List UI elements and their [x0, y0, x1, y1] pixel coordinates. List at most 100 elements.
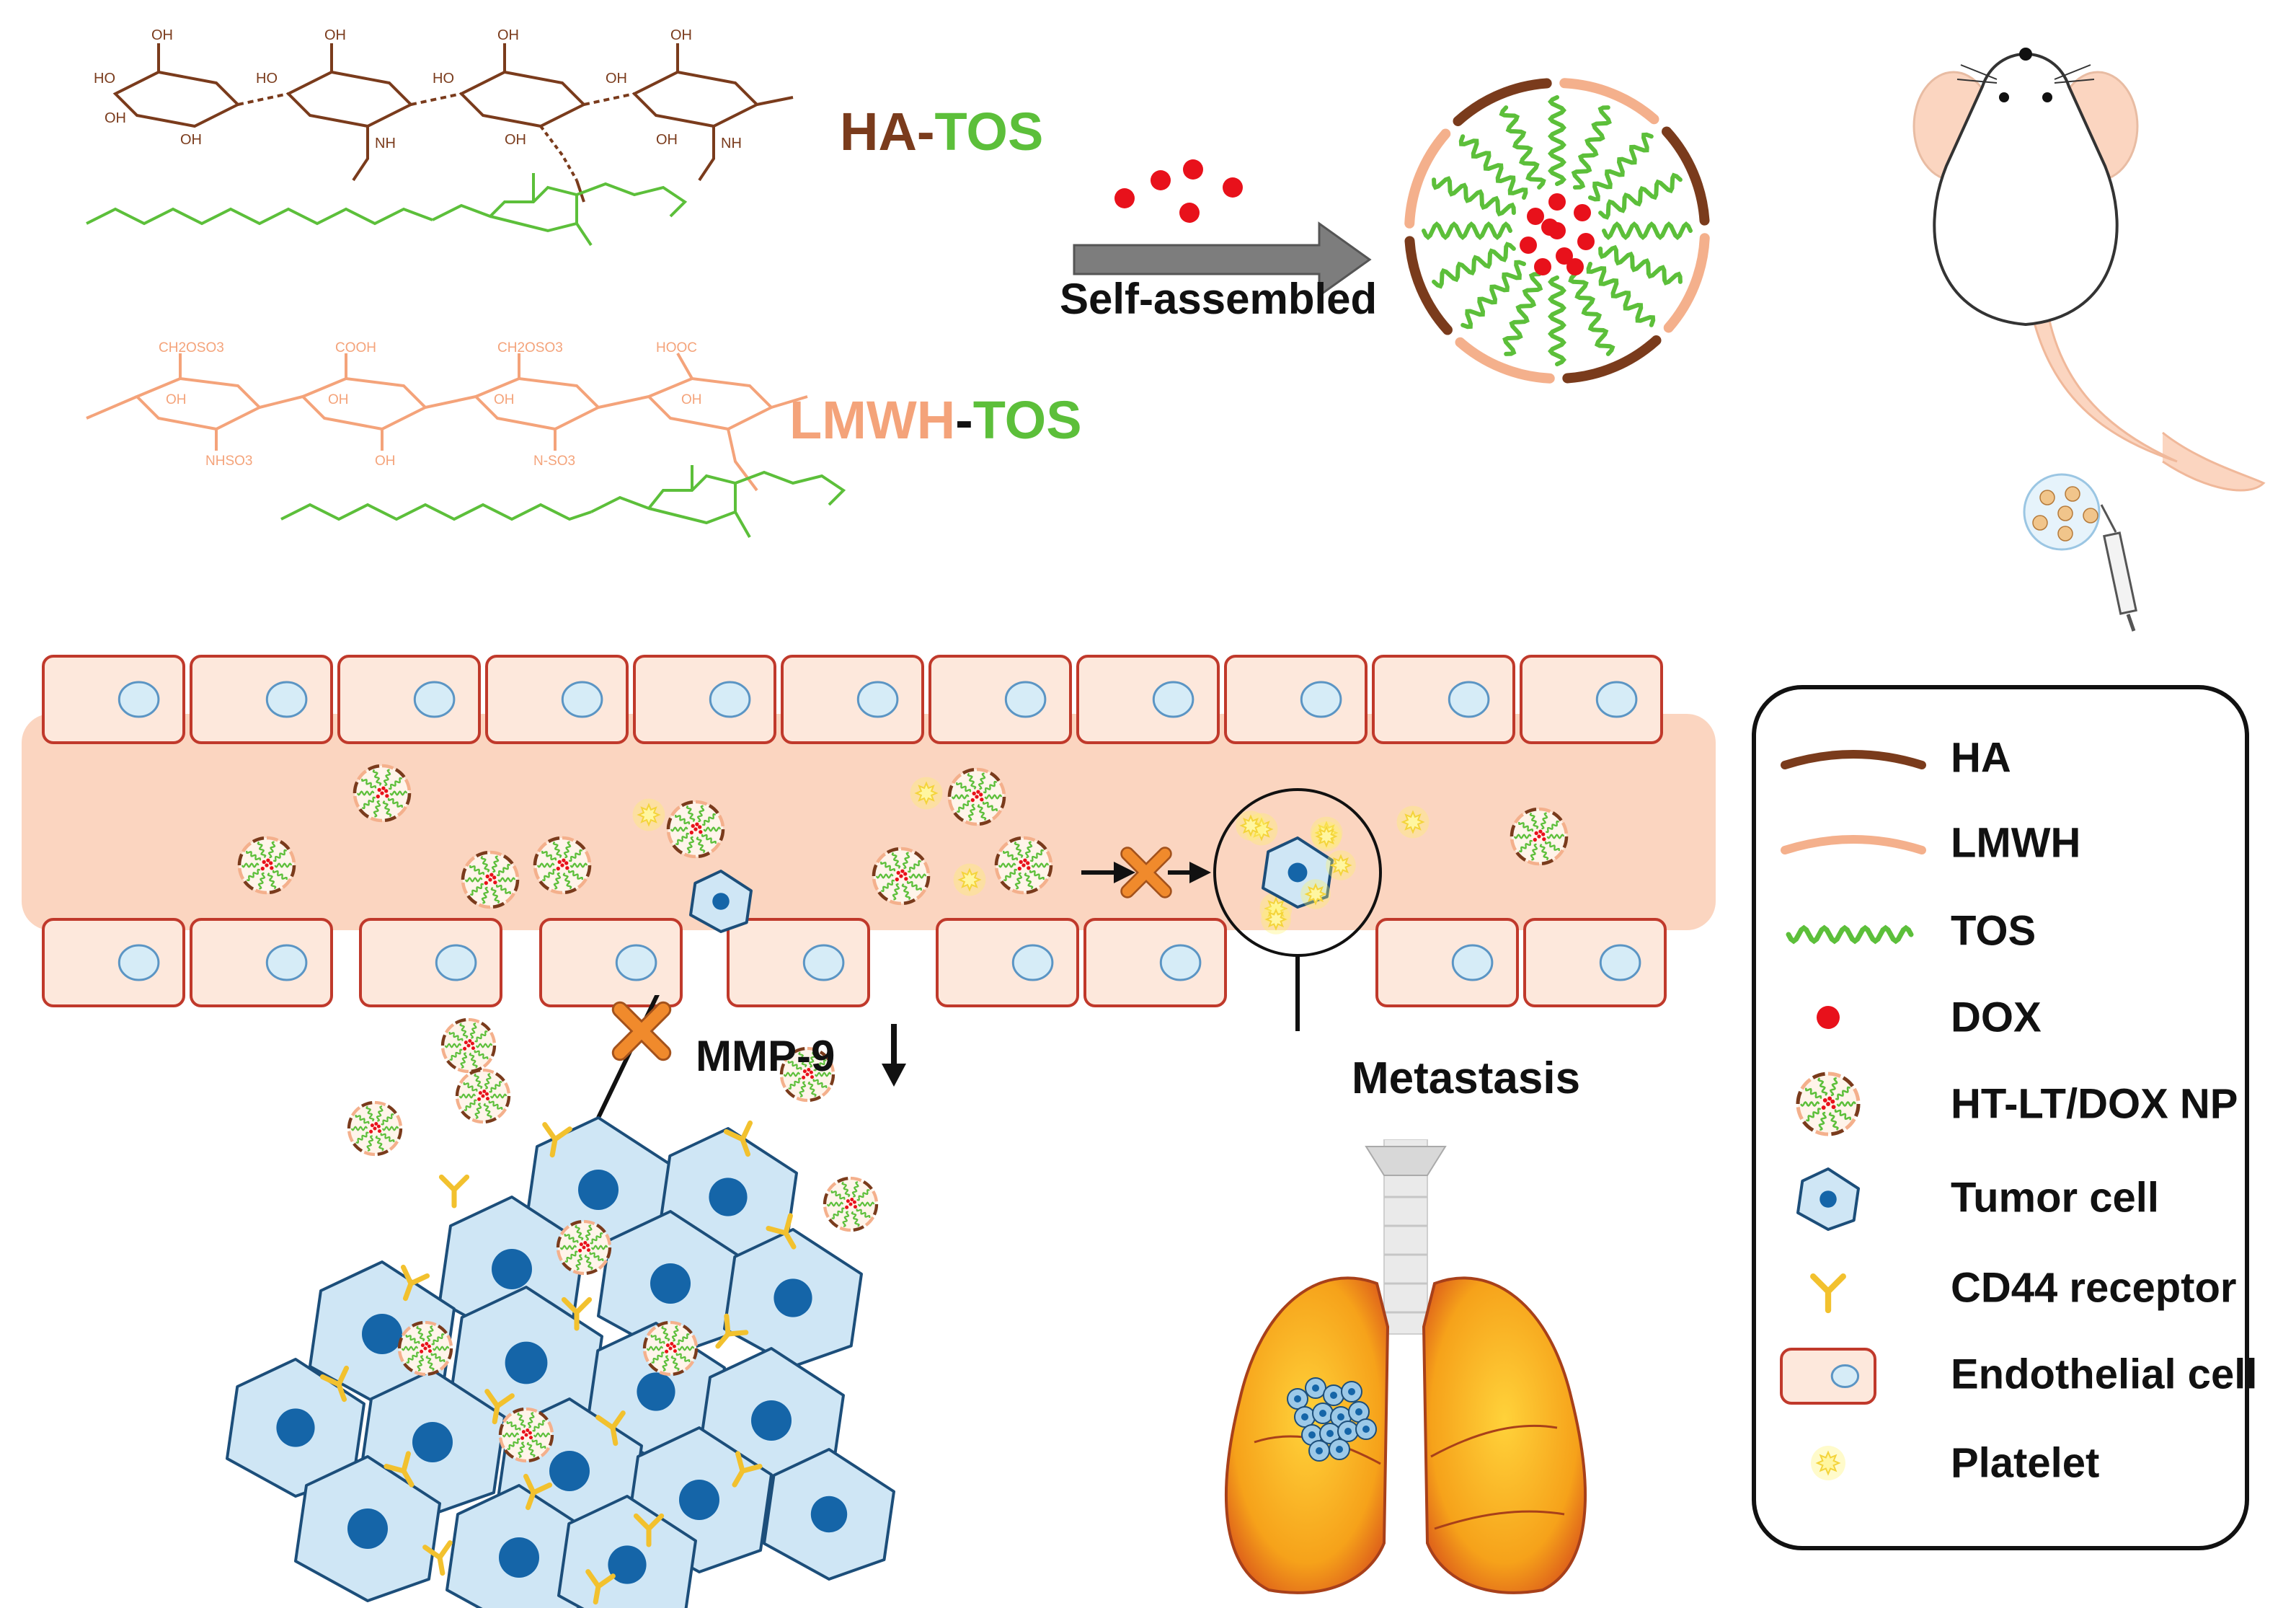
- self-assembly-arrow: [1073, 159, 1372, 298]
- endothelial-cell: [928, 655, 1072, 744]
- block-x-icon: [1120, 847, 1172, 898]
- endothelial-cell: [727, 918, 870, 1007]
- cd44-receptor-icon: [1810, 1273, 1846, 1314]
- endothelial-cell: [42, 655, 185, 744]
- legend-label: Tumor cell: [1951, 1174, 2159, 1222]
- mmp9-label: MMP-9: [696, 1032, 835, 1080]
- cd44-receptor-icon: [319, 1365, 350, 1402]
- nanoparticle-icon: [440, 1017, 497, 1074]
- legend-item: TOS: [1756, 891, 2245, 971]
- legend-label: HA: [1951, 734, 2011, 782]
- lmwh-group-label: OH: [328, 392, 349, 407]
- cd44-receptor-icon: [715, 1313, 749, 1349]
- ha-group-label: OH: [497, 27, 519, 43]
- nanoparticle-icon: [397, 1320, 453, 1377]
- cd44-receptor-icon: [1810, 1273, 1846, 1314]
- nanoparticle-icon: [642, 1320, 699, 1377]
- nanoparticle-icon: [556, 1219, 612, 1276]
- tumor-cell-icon: [1796, 1167, 1860, 1231]
- endothelial-cell-icon: [1780, 1348, 1876, 1405]
- tumor-cell-icon: [294, 1455, 441, 1602]
- legend-item: CD44 receptor: [1756, 1248, 2245, 1328]
- ha-group-label: OH: [105, 110, 126, 126]
- endothelial-cell: [1372, 655, 1515, 744]
- ha-group-label: NH: [375, 136, 396, 151]
- ha-line-icon: [1781, 750, 1926, 769]
- platelet-icon: [953, 863, 986, 896]
- nanoparticle-icon: [455, 1068, 511, 1124]
- legend-item: Tumor cell: [1756, 1158, 2245, 1237]
- platelet-icon: [1326, 850, 1356, 880]
- blood-vessel: [22, 655, 1716, 1031]
- endothelial-cell: [1224, 655, 1368, 744]
- ha-group-label: OH: [670, 27, 692, 43]
- cd44-receptor-icon: [438, 1174, 470, 1209]
- endothelial-cell: [539, 918, 683, 1007]
- lmwh-tos-structure: CH2OSO3 COOH CH2OSO3 HOOC OH OH OH NHSO3…: [86, 340, 846, 538]
- ha-group-label: OH: [606, 71, 627, 87]
- endothelial-cell: [936, 918, 1079, 1007]
- mouse-injection-illustration: [1912, 48, 2266, 632]
- ha-group-label: HO: [433, 71, 454, 87]
- lmwh-tos-label: LMWH-TOS: [789, 390, 1082, 450]
- cd44-receptor-icon: [384, 1451, 415, 1488]
- endothelial-cell: [1083, 918, 1227, 1007]
- ha-group-label: NH: [721, 136, 742, 151]
- cd44-receptor-icon: [542, 1122, 572, 1158]
- legend-item: LMWH: [1756, 803, 2245, 883]
- ha-group-label: OH: [151, 27, 173, 43]
- endothelial-cell: [1780, 1348, 1876, 1405]
- legend-label: CD44 receptor: [1951, 1264, 2237, 1312]
- platelet-icon: [1261, 904, 1291, 935]
- mmp9-decrease-arrow-icon: [882, 1024, 906, 1087]
- ha-group-label: HO: [94, 71, 115, 87]
- tumor-cell-icon: [446, 1484, 593, 1608]
- legend-item: HT-LT/DOX NP: [1756, 1064, 2245, 1144]
- endothelial-cell: [1076, 655, 1220, 744]
- endothelial-cell: [359, 918, 502, 1007]
- lmwh-group-label: HOOC: [656, 340, 697, 355]
- platelet-icon: [910, 777, 943, 810]
- nanoparticle-icon: [947, 767, 1006, 826]
- cd44-receptor-icon: [561, 1296, 593, 1331]
- platelet-icon: [1300, 879, 1331, 909]
- nanoparticle-icon: [498, 1407, 554, 1463]
- legend-label: DOX: [1951, 994, 2042, 1041]
- tumor-cell-icon: [1796, 1167, 1860, 1231]
- nanoparticle-icon: [347, 1100, 403, 1157]
- platelet-icon: [1396, 805, 1430, 839]
- endothelial-cell: [190, 655, 333, 744]
- lmwh-group-label: CH2OSO3: [159, 340, 224, 355]
- nanoparticle-icon: [823, 1176, 879, 1232]
- nanoparticle-icon: [353, 764, 412, 823]
- platelet-icon: [1811, 1446, 1845, 1480]
- tos-wave-icon: [1786, 924, 1914, 945]
- nanoparticle-icon: [1796, 1072, 1861, 1136]
- legend-item: HA: [1756, 718, 2245, 798]
- nanoparticle-icon: [994, 836, 1053, 895]
- tumor-cell-icon: [226, 1358, 365, 1498]
- lmwh-group-label: OH: [375, 454, 396, 469]
- cd44-receptor-icon: [484, 1389, 515, 1425]
- lmwh-line-icon: [1781, 835, 1926, 854]
- lung-metastasis-cluster: [1287, 1377, 1377, 1462]
- nanoparticle-icon: [1510, 807, 1569, 866]
- lmwh-group-label: N-SO3: [533, 454, 575, 469]
- legend-label: TOS: [1951, 907, 2036, 955]
- metastasis-label: Metastasis: [1352, 1053, 1581, 1103]
- nanoparticle-icon: [533, 836, 592, 895]
- ha-group-label: OH: [324, 27, 346, 43]
- cd44-receptor-icon: [732, 1451, 763, 1488]
- cd44-receptor-icon: [523, 1473, 553, 1511]
- tumor-mass: [226, 995, 895, 1608]
- tumor-cell-icon: [763, 1448, 895, 1581]
- endothelial-cell: [190, 918, 333, 1007]
- cd44-receptor-icon: [633, 1513, 665, 1547]
- legend-item: DOX: [1756, 978, 2245, 1057]
- mouse-body: [1933, 53, 2119, 327]
- cd44-receptor-icon: [400, 1264, 430, 1302]
- legend-item: Endothelial cell: [1756, 1335, 2257, 1414]
- right-lung: [1422, 1276, 1587, 1594]
- endothelial-cell: [633, 655, 776, 744]
